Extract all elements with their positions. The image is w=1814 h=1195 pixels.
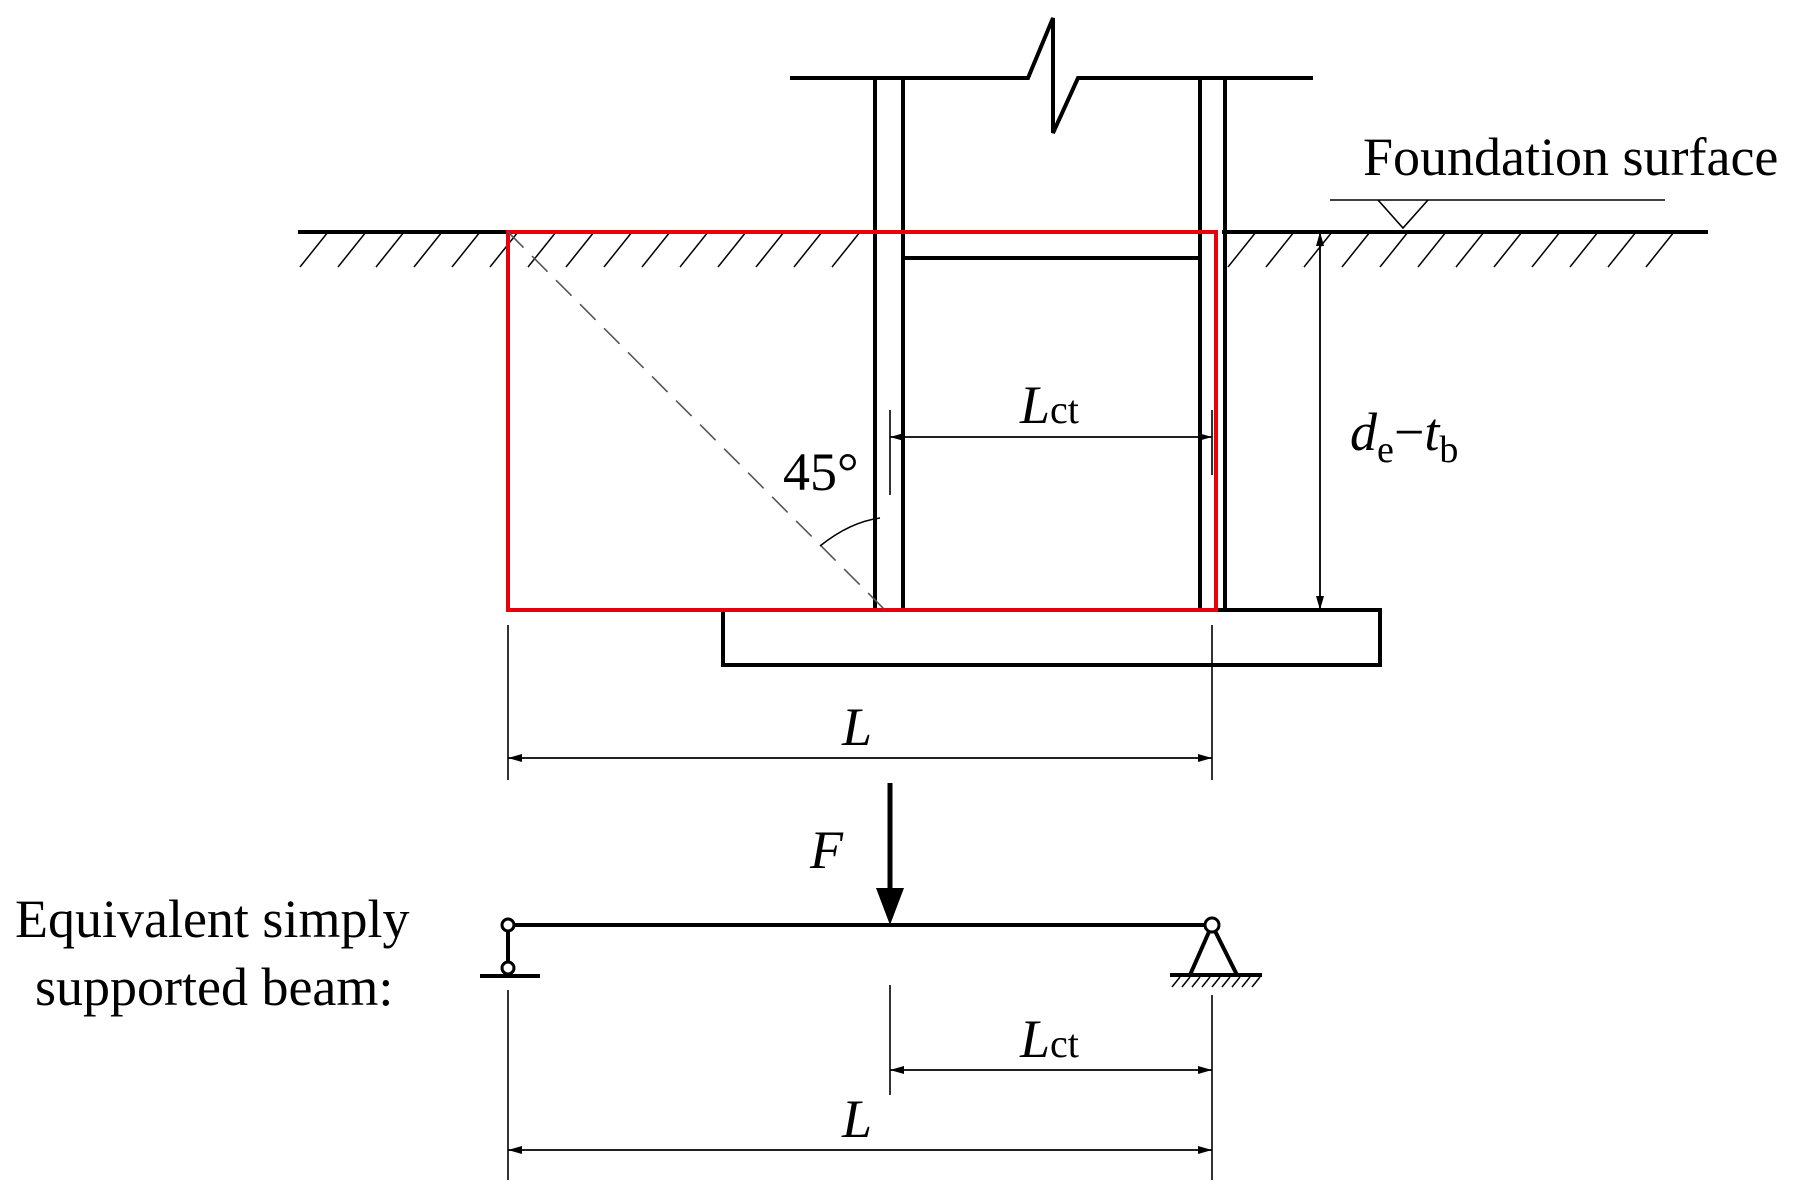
base-plate	[721, 608, 1382, 667]
failure-line-45deg	[507, 231, 886, 611]
hatch-mark	[337, 231, 367, 268]
support-hatch-mark	[1171, 976, 1181, 988]
support-hatch-mark	[1191, 976, 1201, 988]
ground-hatching	[299, 231, 1675, 268]
hatch-mark	[527, 231, 557, 268]
hatch-mark	[1379, 231, 1409, 268]
beam-title-line1: Equivalent simply	[15, 889, 409, 949]
support-hatch-mark	[1201, 976, 1211, 988]
roller-support	[480, 917, 540, 978]
angle-label: 45°	[783, 442, 859, 502]
L-top-label: L	[841, 697, 872, 757]
column-top	[790, 17, 1313, 610]
depth-label: de−tb	[1350, 402, 1458, 471]
soil-block-outline	[506, 230, 1218, 612]
hatch-mark	[1417, 231, 1447, 268]
hatch-mark	[1341, 231, 1371, 268]
hatch-mark	[717, 231, 747, 268]
hatch-mark	[1227, 231, 1257, 268]
hatch-mark	[755, 231, 785, 268]
support-hatch-mark	[1181, 976, 1191, 988]
foundation-surface-label: Foundation surface	[1363, 127, 1778, 187]
hatch-mark	[1303, 231, 1333, 268]
hatch-mark	[375, 231, 405, 268]
beam-title-line2: supported beam:	[35, 957, 393, 1017]
pin-support	[1170, 916, 1262, 988]
support-hatch-mark	[1251, 976, 1261, 988]
support-hatch-mark	[1231, 976, 1241, 988]
support-hatch-mark	[1241, 976, 1251, 988]
foundation-surface-marker	[1330, 199, 1665, 230]
angle-arc	[819, 517, 881, 547]
hatch-mark	[565, 231, 595, 268]
lct-beam-label: Lct	[1019, 1009, 1079, 1069]
hatch-mark	[1645, 231, 1675, 268]
hatch-mark	[831, 231, 861, 268]
hatch-mark	[1455, 231, 1485, 268]
support-hatch-mark	[1221, 976, 1231, 988]
hatch-mark	[603, 231, 633, 268]
hatch-mark	[1493, 231, 1523, 268]
hatch-mark	[451, 231, 481, 268]
hatch-mark	[793, 231, 823, 268]
force-label: F	[809, 820, 844, 880]
hatch-mark	[1531, 231, 1561, 268]
lct-label: Lct	[1019, 375, 1079, 435]
hatch-mark	[1569, 231, 1599, 268]
hatch-mark	[1265, 231, 1295, 268]
hatch-mark	[413, 231, 443, 268]
L-bottom-label: L	[841, 1089, 872, 1149]
hatch-mark	[641, 231, 671, 268]
hatch-mark	[679, 231, 709, 268]
hatch-mark	[299, 231, 329, 268]
support-hatch-mark	[1211, 976, 1221, 988]
force-arrow-head	[876, 888, 904, 925]
hatch-mark	[1607, 231, 1637, 268]
